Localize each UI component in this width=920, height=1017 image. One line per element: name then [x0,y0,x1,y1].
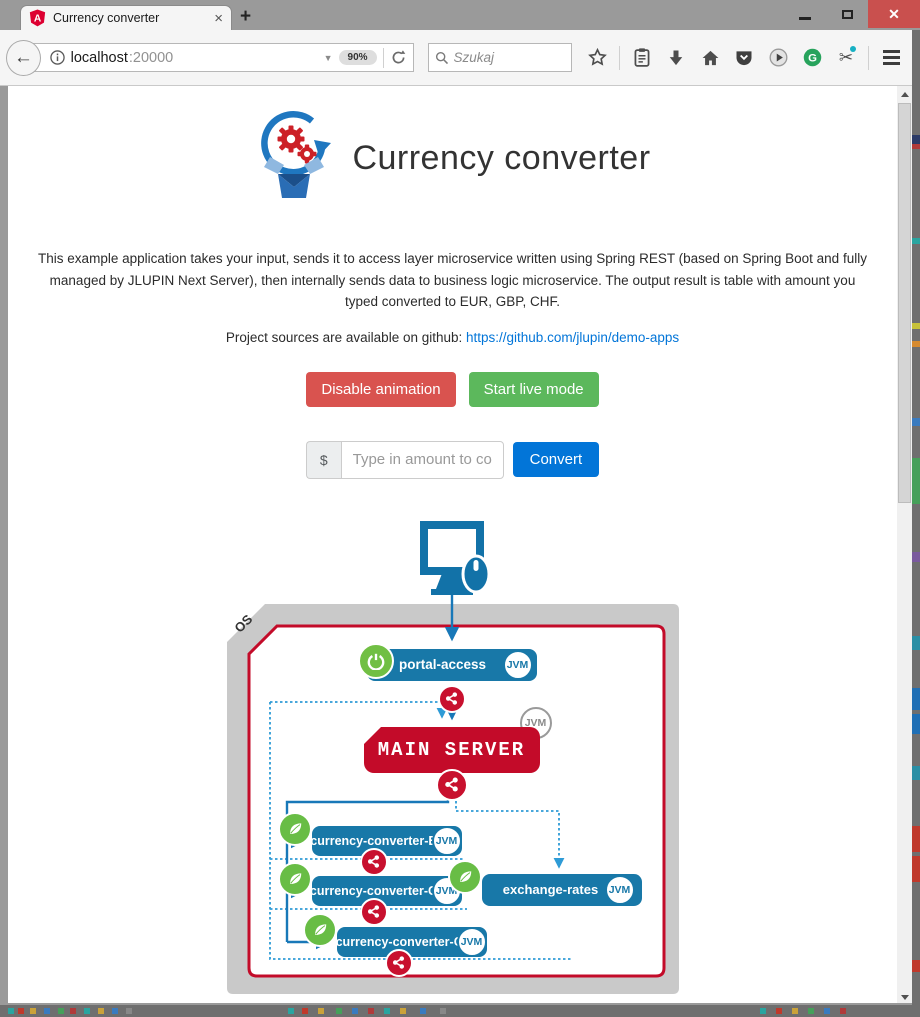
page-title: Currency converter [352,138,651,177]
url-dropdown-icon[interactable]: ▼ [323,52,333,63]
spring-boot-icon [357,642,394,679]
background-right-strip [912,30,920,1017]
svg-text:G: G [808,52,817,64]
sources-label: Project sources are available on github: [225,329,463,345]
start-live-mode-button[interactable]: Start live mode [468,371,599,407]
navigation-toolbar: ← localhost :20000 ▼ 90% [0,30,912,86]
share-node-portal [437,684,466,713]
bookmark-star-icon[interactable] [582,43,612,73]
share-node-eur [359,847,388,876]
scroll-up-icon[interactable] [897,86,912,102]
pocket-icon[interactable] [729,43,759,73]
currency-addon: $ [305,440,341,479]
zoom-level-badge[interactable]: 90% [338,50,377,65]
node-chf-label: currency-converter-CHF [335,934,480,949]
window-frame-left [0,86,8,1005]
url-bar[interactable]: localhost :20000 ▼ 90% [28,43,414,72]
home-icon[interactable] [695,43,725,73]
window-controls: ✕ [784,0,920,28]
spring-leaf-icon-rates [447,859,482,894]
tab-close-icon[interactable]: × [214,9,223,27]
sources-line: Project sources are available on github:… [8,330,897,345]
github-link[interactable]: https://github.com/jlupin/demo-apps [466,329,680,345]
share-node-gbp [359,897,388,926]
jvm-badge-eur: JVM [431,825,462,856]
window-frame-bottom [0,1003,912,1006]
node-rates-label: exchange-rates [502,882,599,898]
node-portal-access-label: portal-access [398,657,487,673]
node-eur-label: currency-converter-EUR [310,833,455,848]
disable-animation-button[interactable]: Disable animation [306,371,456,407]
background-bottom-strip [0,1005,920,1017]
close-button[interactable]: ✕ [868,0,920,28]
back-button[interactable]: ← [6,39,41,76]
browser-tab[interactable]: A Currency converter × [20,5,232,30]
angular-icon: A [29,9,46,27]
screenshot-scissors-icon[interactable]: ✂ [831,43,861,73]
amount-input[interactable] [340,440,504,479]
site-info-icon[interactable] [49,50,65,65]
bookmarks-clipboard-icon[interactable] [627,43,657,73]
share-node-chf [384,948,413,977]
node-main-server-label: MAIN SERVER [377,738,526,761]
node-gbp-label: currency-converter-GBP [309,883,456,898]
jvm-badge-chf: JVM [456,926,487,957]
search-icon [435,51,449,65]
jvm-badge-portal: JVM [502,649,533,680]
app-header: Currency converter [8,110,897,206]
search-box[interactable] [427,43,573,72]
scroll-down-icon[interactable] [897,989,912,1005]
mode-buttons: Disable animation Start live mode [8,371,897,407]
architecture-diagram: OS portal-access JVM JVM MAIN SERVER cur… [226,519,679,994]
maximize-button[interactable] [826,0,868,28]
spring-leaf-icon-gbp [277,861,312,896]
app-logo-icon [254,110,338,206]
jvm-badge-rates: JVM [604,874,635,905]
vertical-scrollbar[interactable] [897,86,912,1005]
browser-titlebar: A Currency converter × + ✕ [0,0,920,30]
spring-leaf-icon-eur [277,811,312,846]
reload-icon[interactable] [390,49,407,66]
client-computer-icon [419,520,490,595]
play-video-icon[interactable] [763,43,793,73]
menu-hamburger-icon[interactable] [876,43,906,73]
downloads-icon[interactable] [661,43,691,73]
scrollbar-thumb[interactable] [898,103,911,503]
url-port: :20000 [128,49,174,66]
svg-text:A: A [34,13,42,24]
spring-leaf-icon-chf [302,912,337,947]
convert-button[interactable]: Convert [512,442,600,478]
app-description: This example application takes your inpu… [38,251,867,310]
toolbar-buttons: G ✂ [582,43,906,73]
tab-title: Currency converter [53,11,160,25]
grammarly-icon[interactable]: G [797,43,827,73]
new-tab-button[interactable]: + [240,6,252,27]
share-node-main [435,768,468,801]
url-host: localhost [70,49,128,66]
node-main-server: MAIN SERVER [363,726,540,773]
convert-form: $ Convert [8,440,897,479]
search-input[interactable] [453,50,554,65]
page-content: Currency converter This example applicat… [8,86,897,1003]
minimize-button[interactable] [784,0,826,28]
